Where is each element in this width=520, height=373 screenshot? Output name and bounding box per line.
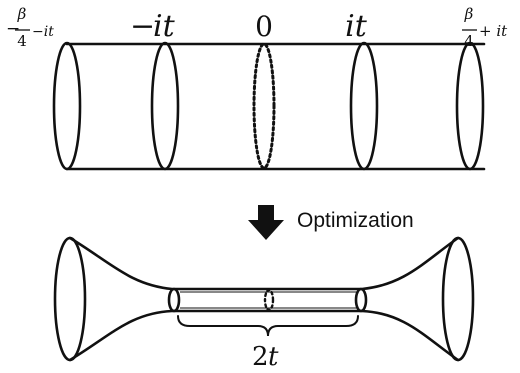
bottom-right-mouth xyxy=(441,236,475,362)
right-end-label: β 4 + it xyxy=(462,5,508,50)
right-end-suffix: + it xyxy=(479,22,508,40)
plus-it-ring xyxy=(349,41,379,171)
two-t-coef: 2 xyxy=(252,342,269,372)
zero-ring-dotted xyxy=(252,42,276,170)
right-end-numerator: β xyxy=(464,5,474,23)
left-end-denominator: 4 xyxy=(17,32,27,50)
right-end-ring xyxy=(455,41,485,171)
top-cylinder xyxy=(52,41,486,171)
optimization-step: Optimization xyxy=(248,205,414,240)
right-end-denominator: 4 xyxy=(464,32,474,50)
two-t-label: 2 t xyxy=(252,342,279,372)
throat-center-ring-dotted xyxy=(263,288,275,312)
two-t-var: t xyxy=(268,342,279,372)
throat-right-ring xyxy=(354,287,368,313)
two-t-brace xyxy=(177,315,359,337)
left-end-suffix: −it xyxy=(32,24,54,40)
left-end-label: − β 4 −it xyxy=(6,5,54,50)
left-end-numerator: β xyxy=(17,5,27,23)
bottom-left-mouth xyxy=(53,236,87,362)
plus-it-label: it xyxy=(345,9,368,44)
minus-it-ring xyxy=(150,41,180,171)
optimization-label: Optimization xyxy=(297,209,414,232)
down-arrow-icon xyxy=(248,205,284,240)
minus-it-label: − it xyxy=(130,9,176,44)
left-end-sign: − xyxy=(6,19,20,39)
minus-it-var: it xyxy=(153,9,176,44)
bottom-wormhole xyxy=(53,236,475,362)
wormhole-lower-profile xyxy=(68,309,460,362)
minus-it-sign: − xyxy=(130,9,155,44)
left-end-ring xyxy=(52,41,82,171)
throat-left-ring xyxy=(167,287,181,313)
wormhole-upper-profile xyxy=(68,236,460,291)
zero-label: 0 xyxy=(255,10,273,43)
